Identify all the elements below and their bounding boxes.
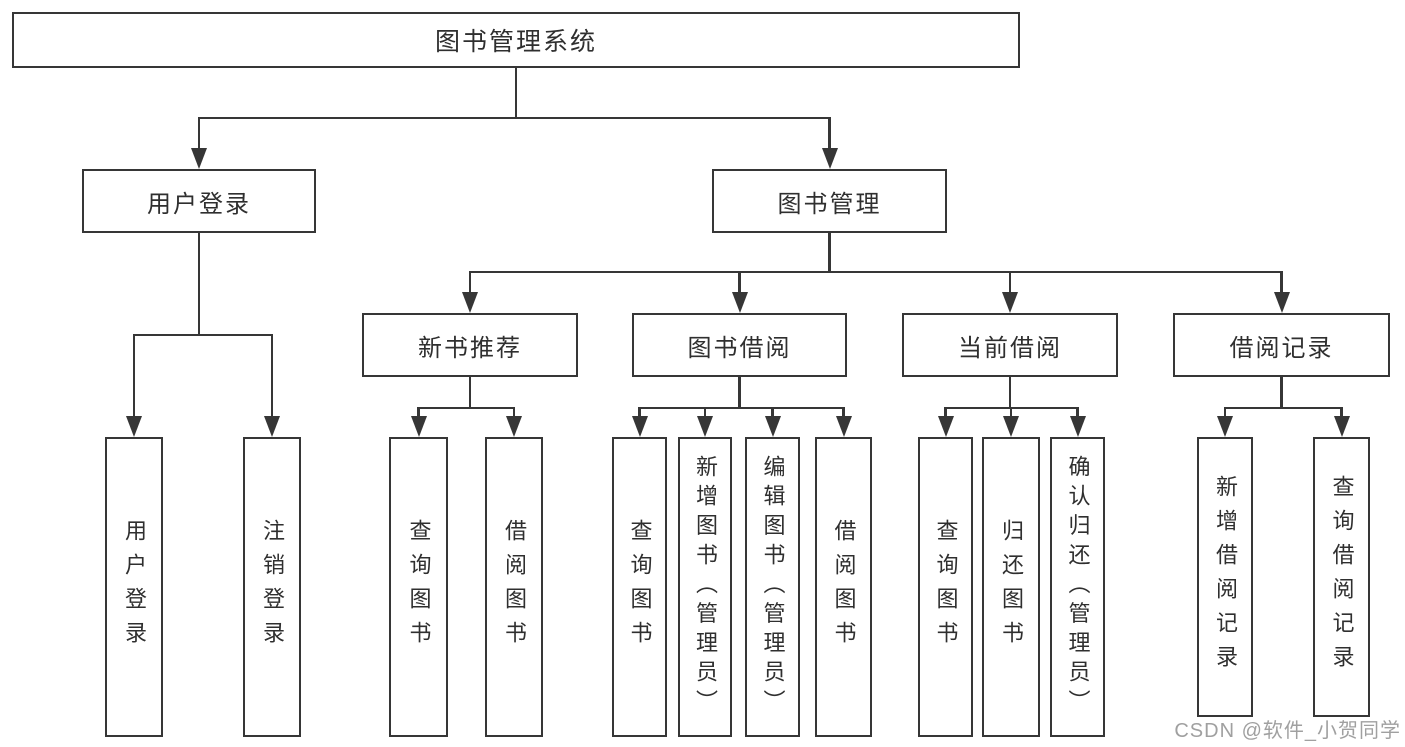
connector-rail	[1223, 406, 1343, 410]
node-label-leaf-confirm-return: 确认归还（管理员）	[1065, 455, 1091, 719]
node-label-book-mgmt: 图书管理	[777, 190, 882, 218]
node-label-leaf-logout: 注销登录	[260, 519, 285, 655]
node-leaf-user-login: 用户登录	[105, 437, 163, 737]
connector-line	[197, 233, 201, 337]
arrowhead-down-icon	[937, 416, 954, 437]
node-label-leaf-query-book-3: 查询图书	[933, 519, 959, 655]
node-book-borrow: 图书借阅	[632, 313, 847, 377]
arrowhead-down-icon	[410, 416, 427, 437]
node-book-mgmt: 图书管理	[712, 169, 947, 233]
node-label-leaf-return-book: 归还图书	[999, 519, 1024, 655]
arrowhead-down-icon	[1003, 416, 1019, 437]
node-label-leaf-user-login: 用户登录	[122, 519, 147, 655]
connector-line	[270, 335, 274, 425]
arrowhead-down-icon	[506, 416, 522, 437]
arrowhead-down-icon	[1069, 416, 1086, 437]
arrowhead-down-icon	[835, 416, 852, 437]
connector-rail	[417, 406, 516, 410]
node-leaf-confirm-return: 确认归还（管理员）	[1050, 437, 1105, 737]
connector-line	[132, 335, 136, 425]
connector-rail	[638, 406, 845, 410]
node-borrow-record: 借阅记录	[1173, 313, 1390, 377]
node-label-borrow-record: 借阅记录	[1229, 334, 1334, 362]
node-leaf-borrow-book-1: 借阅图书	[485, 437, 543, 737]
connector-line	[1280, 377, 1283, 410]
arrowhead-down-icon	[764, 416, 781, 437]
connector-line	[1008, 377, 1012, 410]
node-current-borrow: 当前借阅	[902, 313, 1118, 377]
arrowhead-down-icon	[1273, 292, 1290, 313]
node-label-leaf-borrow-book-2: 借阅图书	[831, 519, 857, 655]
node-label-leaf-query-book-1: 查询图书	[406, 519, 432, 655]
connector-line	[514, 68, 518, 120]
node-label-leaf-add-book: 新增图书（管理员）	[693, 455, 718, 719]
connector-line	[197, 118, 201, 157]
csdn-watermark: CSDN @软件_小贺同学	[1174, 720, 1401, 742]
arrowhead-down-icon	[1333, 416, 1350, 437]
connector-line	[828, 233, 831, 274]
node-user-login: 用户登录	[82, 169, 316, 233]
connector-line	[738, 272, 741, 301]
node-new-book-rec: 新书推荐	[362, 313, 578, 377]
arrowhead-down-icon	[821, 148, 838, 169]
node-leaf-query-book-1: 查询图书	[389, 437, 448, 737]
node-label-new-book-rec: 新书推荐	[418, 334, 522, 362]
node-label-user-login: 用户登录	[147, 190, 251, 218]
connector-line	[828, 118, 831, 157]
arrowhead-down-icon	[631, 416, 648, 437]
node-root: 图书管理系统	[12, 12, 1020, 68]
node-label-leaf-edit-book: 编辑图书（管理员）	[760, 455, 786, 719]
node-leaf-edit-book: 编辑图书（管理员）	[745, 437, 800, 737]
arrowhead-down-icon	[1217, 416, 1233, 437]
node-label-leaf-borrow-book-1: 借阅图书	[502, 519, 527, 655]
node-leaf-query-book-2: 查询图书	[612, 437, 667, 737]
arrowhead-down-icon	[191, 148, 207, 169]
connector-line	[468, 377, 472, 410]
arrowhead-down-icon	[462, 292, 478, 313]
arrowhead-down-icon	[697, 416, 713, 437]
node-label-leaf-query-record: 查询借阅记录	[1329, 475, 1355, 679]
node-leaf-borrow-book-2: 借阅图书	[815, 437, 872, 737]
node-label-leaf-query-book-2: 查询图书	[627, 519, 653, 655]
node-label-leaf-add-record: 新增借阅记录	[1213, 475, 1238, 679]
node-leaf-query-book-3: 查询图书	[918, 437, 973, 737]
node-label-book-borrow: 图书借阅	[687, 334, 792, 362]
node-leaf-return-book: 归还图书	[982, 437, 1040, 737]
connector-rail	[197, 116, 831, 120]
connector-line	[1008, 272, 1012, 301]
connector-line	[738, 377, 741, 410]
node-label-current-borrow: 当前借阅	[958, 334, 1062, 362]
node-leaf-add-record: 新增借阅记录	[1197, 437, 1253, 717]
node-leaf-query-record: 查询借阅记录	[1313, 437, 1370, 717]
arrowhead-down-icon	[264, 416, 280, 437]
node-label-root: 图书管理系统	[434, 28, 597, 56]
arrowhead-down-icon	[731, 292, 748, 313]
arrowhead-down-icon	[126, 416, 142, 437]
node-leaf-logout: 注销登录	[243, 437, 301, 737]
arrowhead-down-icon	[1002, 292, 1018, 313]
connector-line	[1280, 272, 1283, 301]
connector-line	[468, 272, 472, 301]
connector-rail	[468, 270, 1283, 274]
node-leaf-add-book: 新增图书（管理员）	[678, 437, 732, 737]
connector-rail	[132, 333, 274, 337]
